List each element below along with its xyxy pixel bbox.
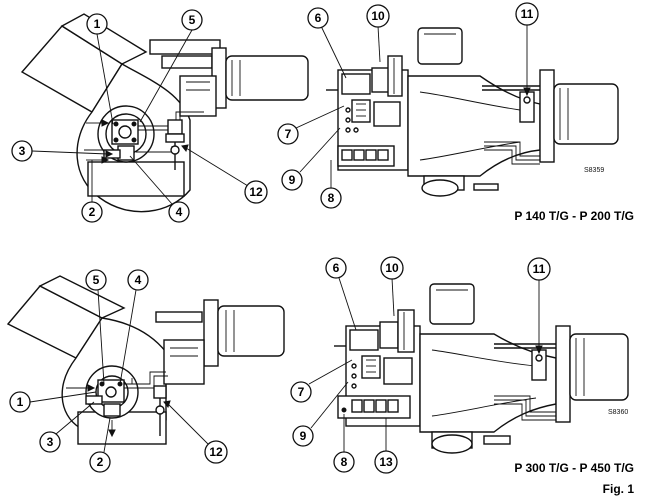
callout-1-bottom-left xyxy=(9,391,31,413)
burner-side-view-bottom xyxy=(6,275,285,445)
burner-top-view-bottom: S8360 xyxy=(334,283,629,454)
callout-4-bottom-left xyxy=(127,269,149,291)
callout-3-bottom-left xyxy=(39,431,61,453)
callout-9-label: 9 xyxy=(289,173,296,187)
callouts-bottom-left: 5 4 1 3 2 12 xyxy=(9,269,228,473)
callout-4-label: 4 xyxy=(135,273,142,287)
callout-12-top-left xyxy=(244,180,268,204)
callout-7-label: 7 xyxy=(298,385,305,399)
model-label-top: P 140 T/G - P 200 T/G xyxy=(514,209,634,223)
callout-4-top-left xyxy=(168,201,190,223)
callout-1-label: 1 xyxy=(94,17,101,31)
callout-6-top-right xyxy=(307,7,329,29)
callout-12-bottom-left xyxy=(204,440,228,464)
callout-7-top-right xyxy=(277,123,299,145)
callout-12-label: 12 xyxy=(249,185,263,199)
callouts-top-left: 1 5 3 2 4 12 xyxy=(11,9,268,223)
callout-4-label: 4 xyxy=(176,205,183,219)
callout-6-bottom-right xyxy=(325,257,347,279)
drawing-code-top: S8359 xyxy=(584,167,604,174)
callout-9-label: 9 xyxy=(300,429,307,443)
callout-6-label: 6 xyxy=(333,261,340,275)
callout-5-label: 5 xyxy=(93,273,100,287)
callout-5-bottom-left xyxy=(85,269,107,291)
callout-3-label: 3 xyxy=(19,144,26,158)
callout-7-bottom-right xyxy=(290,381,312,403)
callout-8-label: 8 xyxy=(328,191,335,205)
callout-13-label: 13 xyxy=(379,455,393,469)
callout-5-top-left xyxy=(181,9,203,31)
callout-8-top-right xyxy=(320,187,342,209)
callout-8-label: 8 xyxy=(341,455,348,469)
callout-2-top-left xyxy=(81,201,103,223)
callout-9-bottom-right xyxy=(292,425,314,447)
callout-11-bottom-right xyxy=(527,257,551,281)
drawing-code-bottom: S8360 xyxy=(608,409,628,416)
callout-9-top-right xyxy=(281,169,303,191)
callout-10-bottom-right xyxy=(380,256,404,280)
callout-11-label: 11 xyxy=(521,7,534,21)
callout-1-label: 1 xyxy=(17,395,24,409)
callout-2-label: 2 xyxy=(89,205,96,219)
callout-13-bottom-right xyxy=(374,450,398,474)
callout-3-label: 3 xyxy=(47,435,54,449)
callout-10-label: 10 xyxy=(385,261,399,275)
figure-label: Fig. 1 xyxy=(603,482,635,496)
callout-2-label: 2 xyxy=(97,455,104,469)
callouts-bottom-right: 6 10 11 7 9 8 13 xyxy=(290,256,551,474)
callout-10-top-right xyxy=(366,4,390,28)
callout-11-label: 11 xyxy=(533,262,546,276)
callout-6-label: 6 xyxy=(315,11,322,25)
callouts-top-right: 6 10 11 7 9 8 xyxy=(277,2,539,209)
burner-side-view-top xyxy=(20,13,309,213)
burner-top-view-top: S8359 xyxy=(326,27,619,197)
callout-3-top-left xyxy=(11,140,33,162)
callout-12-label: 12 xyxy=(209,445,223,459)
model-label-bottom: P 300 T/G - P 450 T/G xyxy=(514,461,634,475)
callout-11-top-right xyxy=(515,2,539,26)
callout-10-label: 10 xyxy=(371,9,385,23)
callout-5-label: 5 xyxy=(189,13,196,27)
callout-8-bottom-right xyxy=(333,451,355,473)
callout-7-label: 7 xyxy=(285,127,292,141)
callout-1-top-left xyxy=(86,13,108,35)
callout-2-bottom-left xyxy=(89,451,111,473)
